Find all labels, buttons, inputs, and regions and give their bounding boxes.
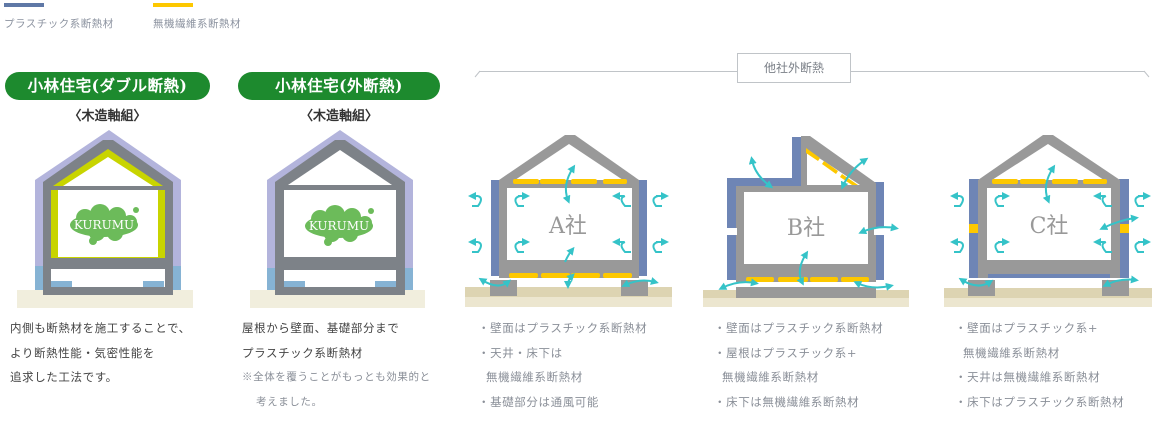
bracket-line-left: [479, 71, 737, 72]
attic-void: [63, 157, 153, 186]
footing-right: [1102, 280, 1129, 296]
description-note: 考えました。: [256, 395, 323, 408]
svg-text:KURUMU: KURUMU: [74, 218, 134, 232]
description-point: ・天井・床下は: [478, 345, 563, 360]
company-label: B社: [787, 216, 825, 241]
attic-void: [515, 144, 623, 180]
airflow-arrows: [718, 156, 899, 291]
legend-swatch-mineral: [153, 3, 193, 7]
house-diagram-company-a: A社: [465, 135, 672, 307]
bracket-end-right: [1143, 70, 1150, 78]
ceiling-insulation: [992, 179, 1107, 184]
crawl-space: [284, 270, 396, 287]
house-diagram-company-c: C社: [944, 135, 1152, 307]
description-point: ・屋根はプラスチック系+: [714, 345, 858, 360]
other-companies-label: 他社外断熱: [737, 53, 851, 83]
wall-mineral-right: [1119, 224, 1129, 233]
floor-insulation-plastic: [988, 274, 1110, 278]
wall-gap-left: [727, 228, 737, 235]
description-point: ・壁面はプラスチック系+: [955, 321, 1099, 335]
ceiling-insulation: [513, 179, 627, 184]
foundation-pad-left: [51, 281, 72, 287]
kobayashi-outer-description: 屋根から壁面、基礎部分まで プラスチック系断熱材 ※全体を覆うことがもっとも効果…: [242, 316, 431, 414]
ground-light: [944, 298, 1152, 307]
description-point: 無機繊維系断熱材: [722, 370, 819, 384]
crawl-space: [51, 269, 165, 287]
description-point: ・基礎部分は通風可能: [478, 394, 599, 409]
foundation-pad-right: [143, 281, 164, 287]
description-point: ・壁面はプラスチック系断熱材: [714, 321, 884, 335]
airflow-arrows: [950, 164, 1151, 288]
description-point: ・床下は無機繊維系断熱材: [714, 394, 860, 409]
attic-void: [288, 150, 392, 185]
description-line: 追求した工法です。: [10, 370, 118, 384]
description-note: ※全体を覆うことがもっとも効果的と: [242, 371, 431, 383]
bracket-line-right: [851, 71, 1145, 72]
wall-insulation-left: [727, 137, 801, 280]
foundation: [736, 287, 876, 298]
svg-text:KURUMU: KURUMU: [309, 219, 369, 233]
wall-mineral-left: [969, 224, 979, 233]
wall-insulation-right: [638, 180, 647, 276]
description-point: ・壁面はプラスチック系断熱材: [478, 321, 648, 335]
foundation-pad-left: [284, 281, 305, 287]
kobayashi-double-title: 小林住宅(ダブル断熱): [5, 72, 210, 100]
footing-left: [968, 280, 995, 296]
house-diagram-kobayashi-double: KURUMU: [17, 130, 193, 308]
legend-label-plastic: プラスチック系断熱材: [4, 18, 114, 30]
description-point: 無機繊維系断熱材: [486, 370, 583, 384]
kurumu-logo: KURUMU: [305, 205, 374, 246]
legend-label-mineral: 無機繊維系断熱材: [153, 18, 241, 30]
house-diagram-kobayashi-outer: KURUMU: [250, 130, 425, 308]
house-diagram-company-b: B社: [703, 136, 909, 307]
airflow-arrows: [468, 164, 669, 289]
attic-void: [992, 144, 1104, 180]
kobayashi-outer-title: 小林住宅(外断熱): [238, 72, 440, 100]
bracket-end-left: [474, 70, 481, 78]
company-label: C社: [1030, 214, 1069, 239]
company-label: A社: [548, 214, 587, 239]
footing-left: [490, 280, 517, 296]
kobayashi-double-description: 内側も断熱材を施工することで、 より断熱性能・気密性能を 追求した工法です。: [10, 316, 191, 390]
description-point: ・床下はプラスチック系断熱材: [955, 394, 1125, 409]
wall-gap-right: [874, 228, 884, 235]
description-line: より断熱性能・気密性能を: [10, 345, 155, 360]
description-line: 屋根から壁面、基礎部分まで: [242, 321, 400, 335]
floor-insulation: [509, 273, 632, 278]
company-a-description: ・壁面はプラスチック系断熱材 ・天井・床下は 無機繊維系断熱材 ・基礎部分は通風…: [478, 316, 647, 414]
wall-insulation-left: [491, 180, 500, 276]
ground-light: [465, 297, 672, 307]
kobayashi-outer-subtitle: 〈木造軸組〉: [299, 109, 378, 124]
company-c-description: ・壁面はプラスチック系+ 無機繊維系断熱材 ・天井は無機繊維系断熱材 ・床下はプ…: [955, 316, 1124, 414]
description-point: ・天井は無機繊維系断熱材: [955, 370, 1101, 384]
floor-insulation: [746, 277, 869, 282]
legend-swatch-plastic: [4, 3, 44, 7]
description-point: 無機繊維系断熱材: [963, 345, 1060, 360]
description-line: 内側も断熱材を施工することで、: [10, 321, 191, 335]
kobayashi-double-subtitle: 〈木造軸組〉: [68, 109, 147, 124]
foundation-pad-right: [375, 281, 396, 287]
kurumu-logo: KURUMU: [70, 204, 139, 245]
description-line: プラスチック系断熱材: [242, 345, 363, 360]
ground-light: [703, 298, 909, 307]
company-b-description: ・壁面はプラスチック系断熱材 ・屋根はプラスチック系+ 無機繊維系断熱材 ・床下…: [714, 316, 883, 414]
